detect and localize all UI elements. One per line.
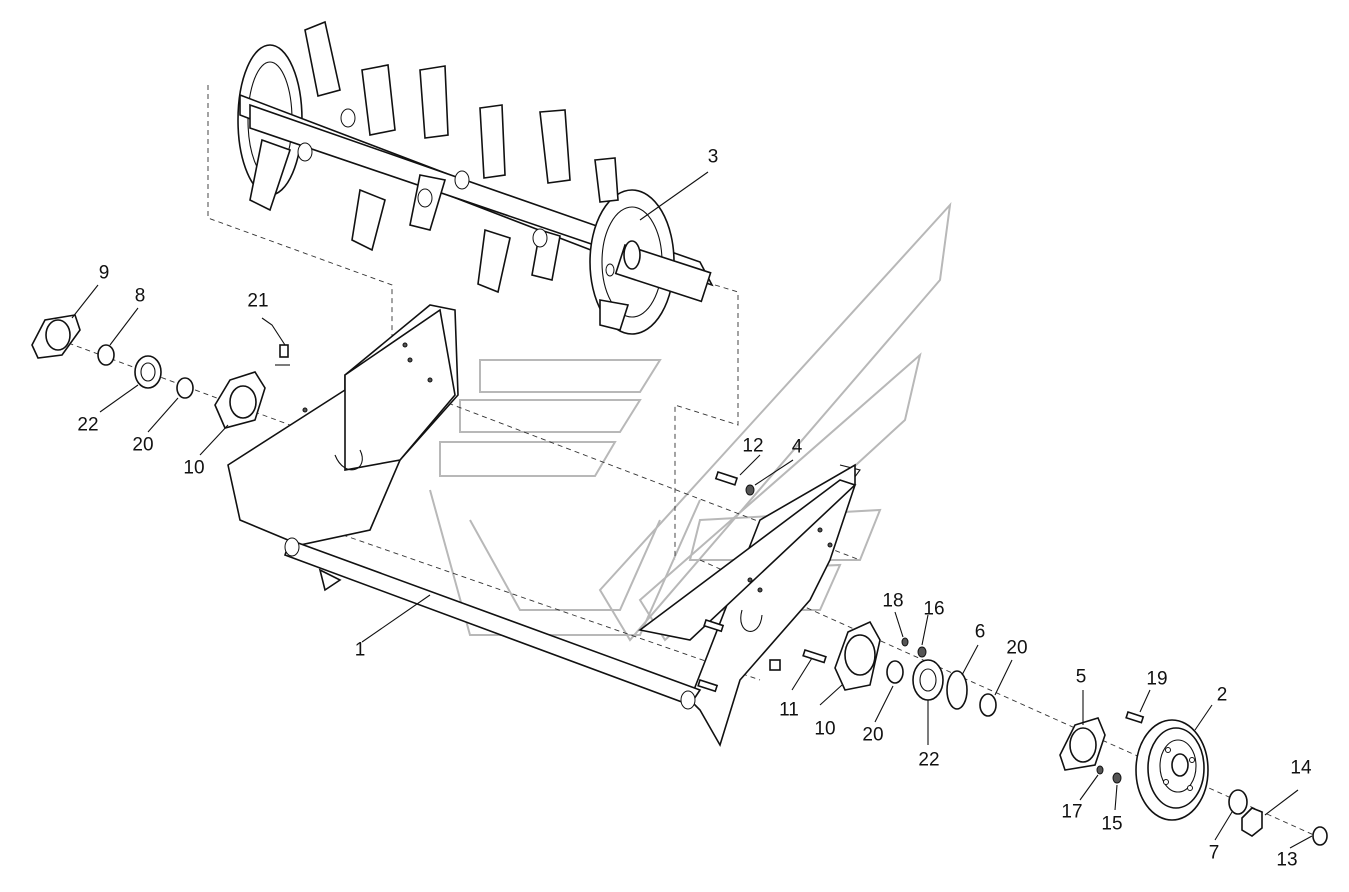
cap-13	[1312, 826, 1328, 846]
callout-10-left: 10	[183, 457, 205, 479]
callout-16: 16	[923, 598, 945, 620]
callout-11: 11	[779, 699, 799, 721]
nut-15	[1112, 772, 1122, 784]
key-19	[1125, 710, 1145, 724]
callout-8: 8	[134, 285, 146, 307]
housing-frame	[227, 304, 861, 748]
flange-housing-10-right	[834, 620, 881, 691]
washer-17	[1096, 765, 1104, 775]
callout-18: 18	[882, 590, 904, 612]
bearing-22-right	[912, 659, 944, 701]
callout-10-right: 10	[814, 718, 836, 740]
pulley-2	[1135, 719, 1209, 821]
leader-lines	[71, 171, 1313, 849]
callout-7: 7	[1208, 842, 1220, 864]
nut-14	[1241, 807, 1263, 837]
callout-15: 15	[1101, 813, 1123, 835]
callout-13: 13	[1276, 849, 1298, 871]
left-bearing-parts	[31, 314, 289, 429]
fasteners-top	[697, 470, 827, 693]
callout-9: 9	[98, 262, 110, 284]
o-ring-6	[946, 670, 968, 710]
flange-housing-5	[1059, 717, 1106, 771]
ring-8	[97, 344, 115, 366]
rotor-shaft	[237, 20, 714, 335]
callout-1: 1	[354, 639, 366, 661]
callout-2: 2	[1216, 684, 1228, 706]
bearing-22	[134, 355, 162, 389]
callout-20-right: 20	[862, 724, 884, 746]
callout-6: 6	[974, 621, 986, 643]
callout-14: 14	[1290, 757, 1312, 779]
callout-17: 17	[1061, 801, 1083, 823]
flange-housing-9	[31, 314, 81, 359]
callout-4: 4	[791, 436, 803, 458]
flail-blades	[249, 20, 630, 331]
callout-19: 19	[1146, 668, 1168, 690]
callout-22-left: 22	[77, 414, 99, 436]
callout-5: 5	[1075, 666, 1087, 688]
fitting-21	[279, 344, 289, 358]
ring-20	[176, 377, 194, 399]
callout-22-right: 22	[918, 749, 940, 771]
nut-16	[917, 646, 927, 658]
callout-20-far: 20	[1006, 637, 1028, 659]
right-bearing-parts	[834, 620, 1328, 846]
washer-7	[1228, 789, 1248, 815]
callout-12: 12	[742, 435, 764, 457]
callout-3: 3	[707, 146, 719, 168]
callout-21: 21	[247, 290, 269, 312]
ring-20-right	[886, 660, 904, 684]
flange-housing-10	[214, 371, 266, 429]
washer-18	[901, 637, 909, 647]
watermark-logo	[429, 201, 952, 642]
callout-20-left: 20	[132, 434, 154, 456]
ring-20-far	[979, 693, 997, 717]
